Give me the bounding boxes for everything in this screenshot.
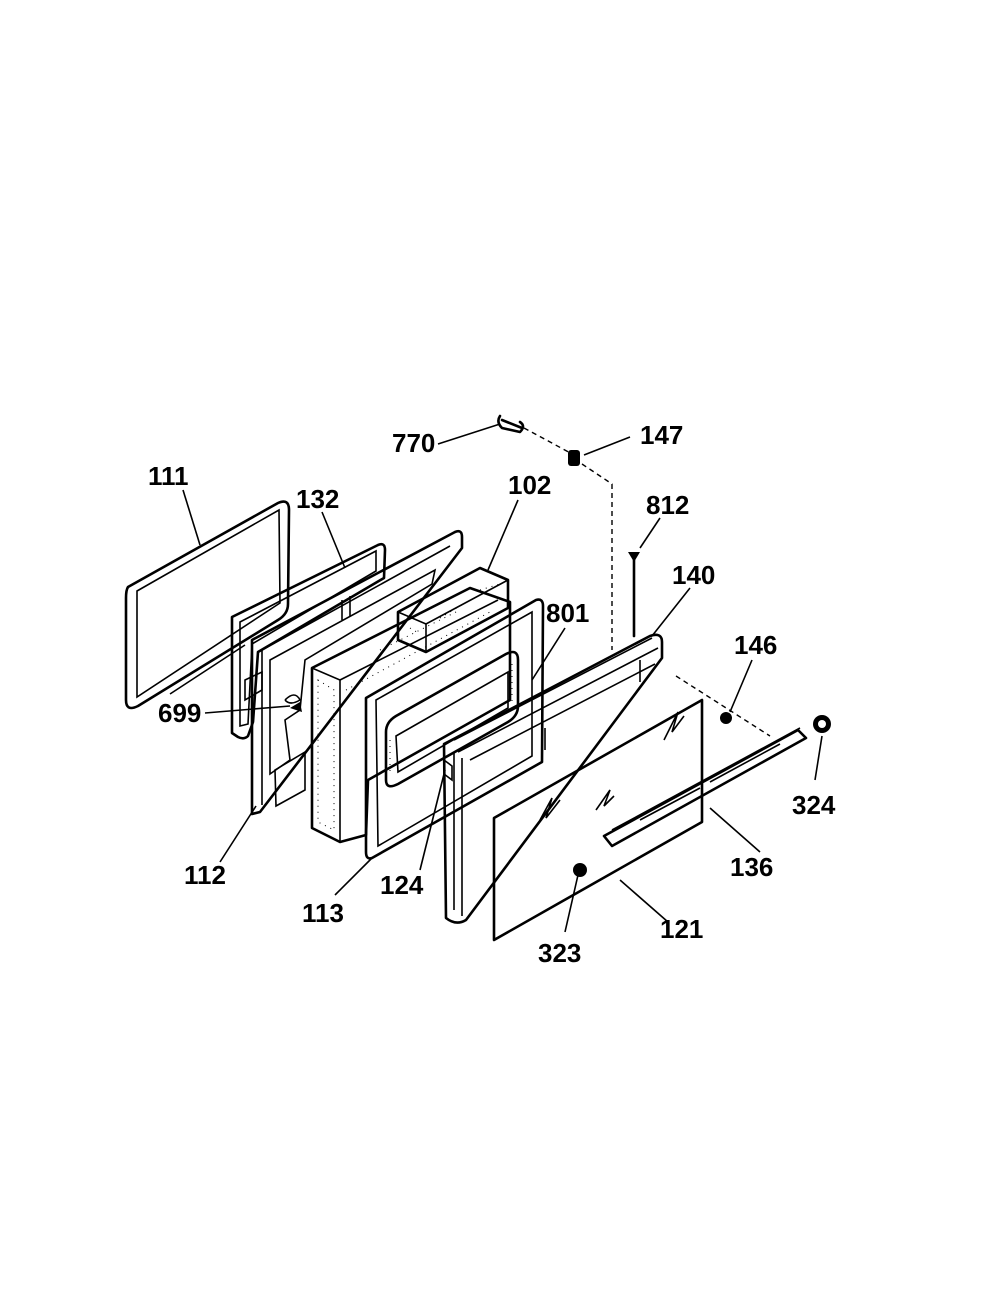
label-801: 801 <box>546 598 589 628</box>
leader-lines <box>182 423 823 933</box>
label-132: 132 <box>296 484 339 514</box>
hardware-parts <box>290 414 831 877</box>
bracket-102 <box>396 566 510 654</box>
label-699: 699 <box>158 698 201 728</box>
outer-glass-121 <box>492 698 704 942</box>
inner-frame-112 <box>250 529 464 816</box>
door-panel-113 <box>364 598 545 860</box>
insulation-box <box>310 586 512 844</box>
label-770: 770 <box>392 428 435 458</box>
label-113: 113 <box>302 898 344 928</box>
handle-136 <box>602 675 808 848</box>
label-147: 147 <box>640 420 683 450</box>
label-324: 324 <box>792 790 836 820</box>
door-body-140 <box>442 633 664 924</box>
gasket-111 <box>124 500 291 710</box>
part-labels: 111 132 102 770 147 812 140 801 146 699 … <box>148 420 836 968</box>
label-136: 136 <box>730 852 773 882</box>
label-111: 111 <box>148 461 189 491</box>
label-140: 140 <box>672 560 715 590</box>
label-146: 146 <box>734 630 777 660</box>
label-112: 112 <box>184 860 226 890</box>
label-323: 323 <box>538 938 581 968</box>
label-124: 124 <box>380 870 424 900</box>
label-121: 121 <box>660 914 703 944</box>
label-102: 102 <box>508 470 551 500</box>
label-812: 812 <box>646 490 689 520</box>
